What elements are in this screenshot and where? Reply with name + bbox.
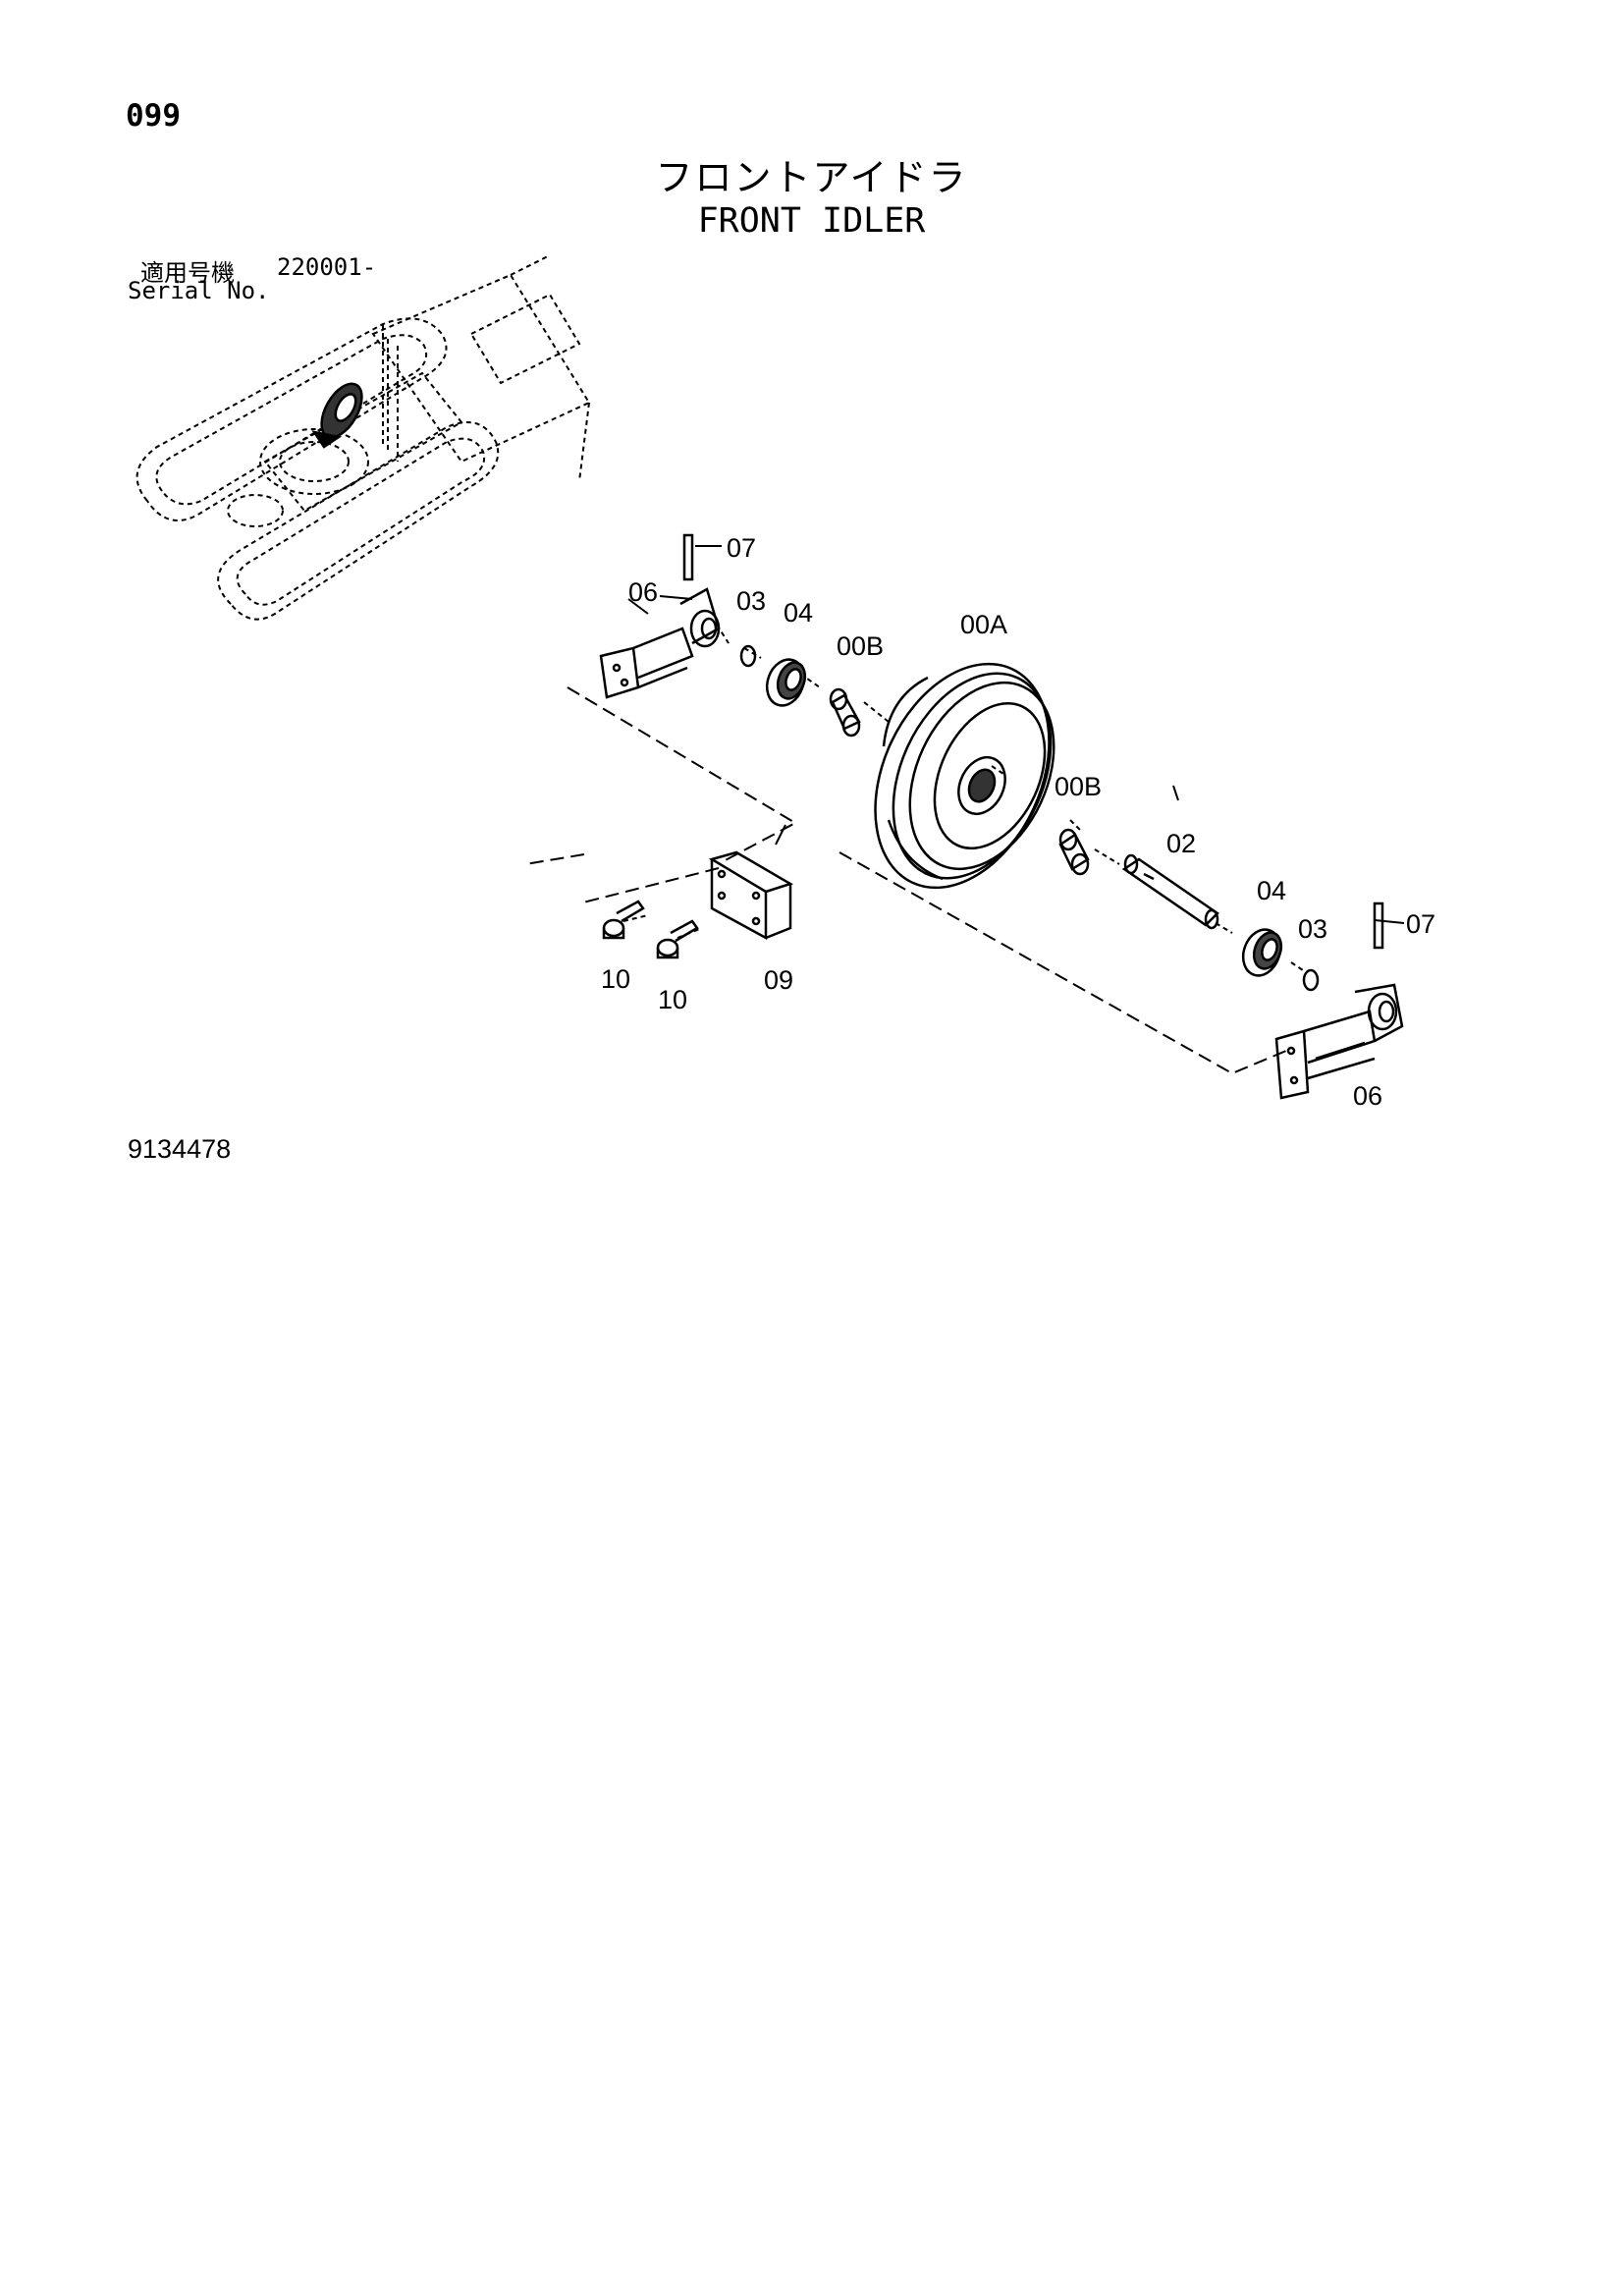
label-part-09: 09 bbox=[764, 965, 793, 995]
page-title-english: FRONT IDLER bbox=[697, 201, 926, 241]
serial-label-english: Serial No. bbox=[128, 277, 270, 304]
serial-label-japanese: 適用号機 bbox=[140, 259, 235, 287]
label-part-07-top: 07 bbox=[727, 533, 756, 563]
serial-range: 220001- bbox=[277, 253, 377, 281]
label-part-07-right: 07 bbox=[1406, 909, 1435, 939]
part-07-top-pin bbox=[682, 533, 694, 581]
part-03-left-ring bbox=[739, 644, 757, 668]
part-02-shaft bbox=[1121, 853, 1219, 930]
part-04-left-seal bbox=[765, 658, 807, 707]
machine-overview-illustration bbox=[135, 254, 591, 621]
part-06-right-bracket bbox=[1274, 983, 1404, 1100]
idler-highlight-icon bbox=[311, 382, 363, 449]
label-part-00b-left: 00B bbox=[837, 631, 884, 661]
part-10-right-bolt bbox=[656, 919, 699, 959]
label-part-06-right: 06 bbox=[1353, 1081, 1382, 1111]
label-part-10-right: 10 bbox=[658, 985, 687, 1014]
assembly-dash-lines bbox=[524, 686, 1287, 1075]
page-title-japanese: フロントアイドラ bbox=[655, 156, 968, 199]
label-part-02: 02 bbox=[1166, 829, 1196, 858]
part-10-left-bolt bbox=[602, 900, 645, 940]
part-00a-idler-wheel bbox=[874, 662, 1055, 890]
label-part-04-left: 04 bbox=[784, 598, 813, 628]
label-part-04-right: 04 bbox=[1257, 876, 1286, 905]
part-06-left-bracket bbox=[599, 587, 721, 699]
label-part-06-left: 06 bbox=[628, 577, 658, 607]
part-03-right-ring bbox=[1302, 968, 1320, 992]
label-part-10-left: 10 bbox=[601, 964, 630, 994]
label-part-00b-right: 00B bbox=[1055, 772, 1102, 801]
part-00b-right-bushing bbox=[1058, 828, 1090, 876]
part-labels: 07 06 03 04 00B 00A 00B 02 04 03 07 06 0… bbox=[601, 533, 1435, 1111]
part-07-right-pin bbox=[1373, 902, 1384, 950]
label-part-03-left: 03 bbox=[736, 586, 766, 616]
part-00b-left-bushing bbox=[829, 687, 861, 738]
part-04-right-seal bbox=[1241, 928, 1283, 977]
part-09-block bbox=[708, 850, 794, 941]
page-number: 099 bbox=[126, 98, 181, 134]
drawing-number: 9134478 bbox=[128, 1134, 232, 1164]
label-part-00a: 00A bbox=[960, 610, 1007, 639]
label-part-03-right: 03 bbox=[1298, 914, 1327, 944]
